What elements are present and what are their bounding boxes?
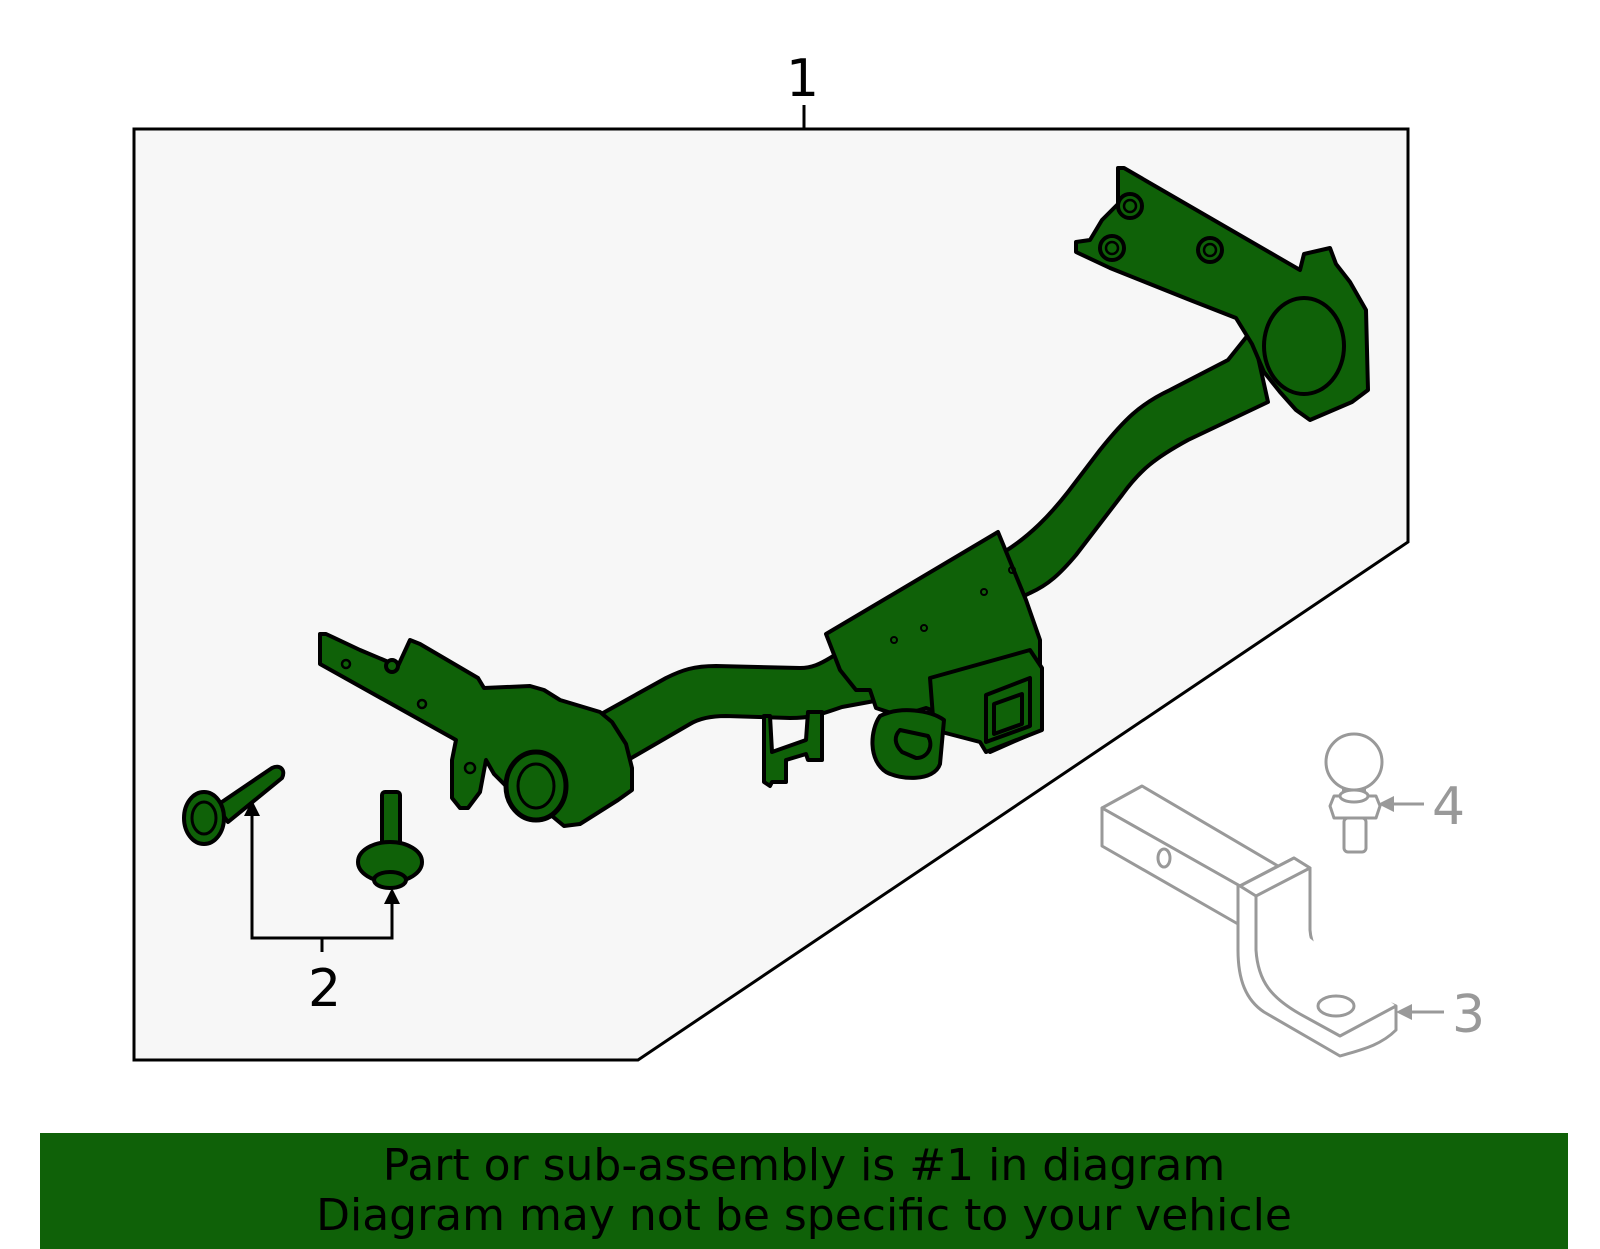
callout-3-label: 3	[1452, 985, 1485, 1045]
disclaimer-banner: Part or sub-assembly is #1 in diagram Di…	[40, 1133, 1568, 1249]
callout-1-label: 1	[786, 49, 819, 109]
hitch-ball	[1324, 732, 1384, 854]
callout-4-label: 4	[1432, 777, 1465, 837]
weld-nut-2	[1098, 234, 1126, 262]
callout-2-bracket	[250, 814, 394, 952]
banner-line-2: Diagram may not be specific to your vehi…	[316, 1190, 1292, 1241]
left-tube-end	[503, 749, 569, 823]
callout-2-label: 2	[308, 959, 341, 1019]
callout-4-arrow	[1378, 796, 1394, 812]
callout-2-arrow-right	[384, 888, 400, 904]
weld-nut-3	[1196, 236, 1224, 264]
bolt-vertical	[356, 790, 424, 890]
callout-2-arrow-left	[244, 800, 260, 816]
drop-bracket	[762, 710, 824, 788]
banner-line-1: Part or sub-assembly is #1 in diagram	[382, 1140, 1226, 1191]
callout-3-arrow	[1396, 1004, 1412, 1020]
trailer-hitch	[318, 166, 1370, 828]
weld-nut-1	[1116, 192, 1144, 220]
bolt-horizontal	[182, 764, 286, 846]
ball-mount	[1100, 784, 1398, 1058]
right-tube-end	[1262, 296, 1346, 396]
assembly-panel	[132, 127, 1410, 1062]
